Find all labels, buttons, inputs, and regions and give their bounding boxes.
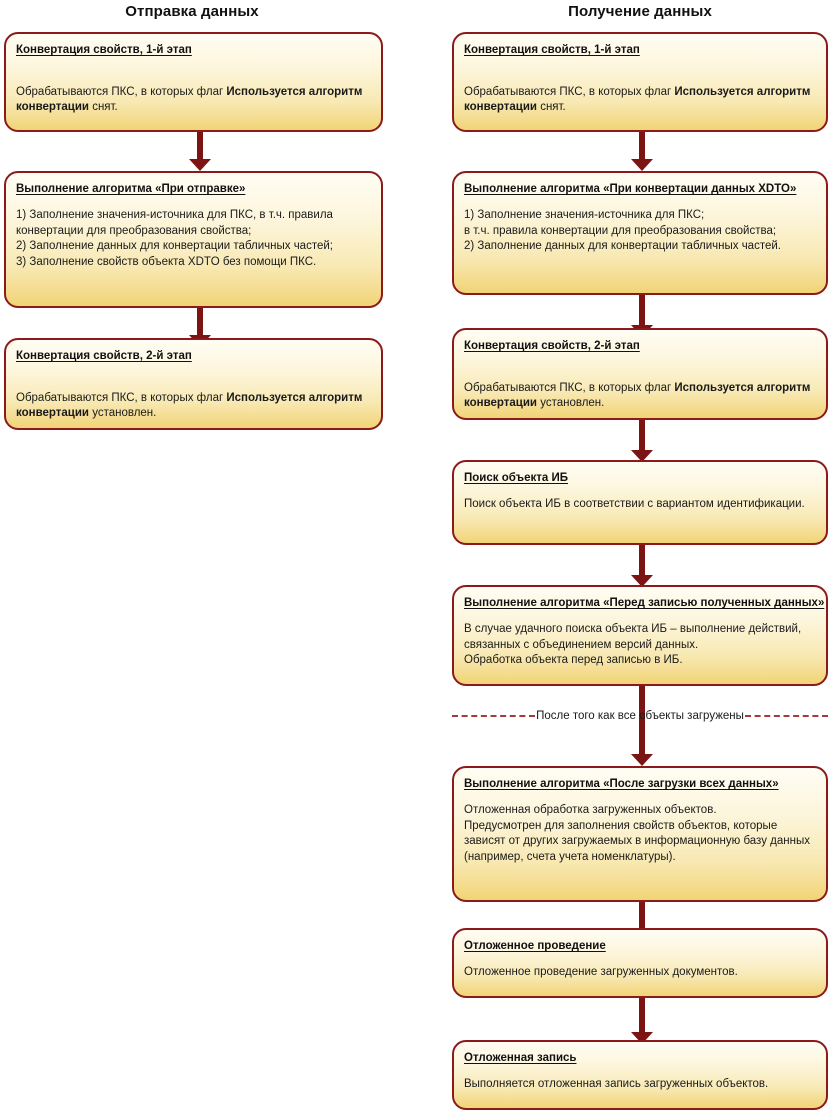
flow-node-body: В случае удачного поиска объекта ИБ – вы… [464, 623, 802, 666]
body-text-pre: Обрабатываются ПКС, в которых флаг [464, 85, 675, 98]
separator-dash-right [744, 715, 829, 717]
flow-node-title: Отложенная запись [464, 1052, 577, 1064]
flow-node-body: 1) Заполнение значения-источника для ПКС… [16, 209, 333, 268]
flow-node-body: Поиск объекта ИБ в соответствии с вариан… [464, 498, 805, 510]
flow-node-receive-step-3[interactable]: Конвертация свойств, 2-й этап Обрабатыва… [452, 328, 828, 420]
flow-node-title: Конвертация свойств, 1-й этап [464, 44, 640, 56]
flow-node-receive-step-8[interactable]: Отложенная запись Выполняется отложенная… [452, 1040, 828, 1110]
arrow-head [631, 450, 653, 462]
column-title-send: Отправка данных [125, 3, 259, 20]
flow-node-send-step-1[interactable]: Конвертация свойств, 1-й этап Обрабатыва… [4, 32, 383, 132]
arrow-head [631, 754, 653, 766]
body-text-post: снят. [89, 101, 118, 113]
flow-node-receive-step-5[interactable]: Выполнение алгоритма «Перед записью полу… [452, 585, 828, 686]
flow-node-title: Конвертация свойств, 2-й этап [464, 340, 640, 352]
flow-node-receive-step-1[interactable]: Конвертация свойств, 1-й этап Обрабатыва… [452, 32, 828, 132]
flow-node-body: Обрабатываются ПКС, в которых флаг Испол… [464, 365, 816, 412]
flow-arrow-receive-4-to-5 [631, 545, 653, 587]
arrow-stem [639, 420, 645, 451]
flow-node-title: Конвертация свойств, 1-й этап [16, 44, 192, 56]
arrow-stem [639, 545, 645, 576]
body-text-post: установлен. [537, 397, 605, 409]
flow-node-body: Обрабатываются ПКС, в которых флаг Испол… [16, 375, 371, 422]
separator-label: После того как все объекты загружены [536, 710, 744, 722]
flow-node-send-step-2[interactable]: Выполнение алгоритма «При отправке» 1) З… [4, 171, 383, 308]
body-text-bold: Используется алгоритм конвертации [464, 381, 811, 410]
flow-node-title: Отложенное проведение [464, 940, 606, 952]
arrow-stem [639, 132, 645, 160]
flow-arrow-receive-5-to-6 [631, 686, 653, 766]
body-text-pre: Обрабатываются ПКС, в которых флаг [464, 381, 675, 394]
column-title-receive: Получение данных [568, 3, 712, 20]
arrow-stem [639, 902, 645, 929]
separator-dash-left [452, 715, 536, 717]
flow-node-body: 1) Заполнение значения-источника для ПКС… [464, 209, 781, 252]
body-text-bold: Используется алгоритм конвертации [16, 391, 363, 420]
body-text-pre: Обрабатываются ПКС, в которых флаг [16, 85, 227, 98]
body-text-bold: Используется алгоритм конвертации [16, 85, 363, 114]
body-text-post: установлен. [89, 407, 157, 419]
flow-node-title: Выполнение алгоритма «При конвертации да… [464, 183, 797, 195]
flow-node-receive-step-2[interactable]: Выполнение алгоритма «При конвертации да… [452, 171, 828, 295]
flow-node-receive-step-7[interactable]: Отложенное проведение Отложенное проведе… [452, 928, 828, 998]
separator-after-all-objects-loaded: После того как все объекты загружены [452, 709, 829, 723]
flow-arrow-send-1-to-2 [189, 132, 211, 171]
arrow-stem [197, 132, 203, 160]
flow-node-title: Выполнение алгоритма «После загрузки все… [464, 778, 779, 790]
flow-node-title: Конвертация свойств, 2-й этап [16, 350, 192, 362]
flow-node-receive-step-4[interactable]: Поиск объекта ИБ Поиск объекта ИБ в соот… [452, 460, 828, 545]
body-text-bold: Используется алгоритм конвертации [464, 85, 811, 114]
flow-node-body: Обрабатываются ПКС, в которых флаг Испол… [464, 69, 816, 116]
flow-node-body: Отложенная обработка загруженных объекто… [464, 804, 810, 863]
arrow-stem [197, 308, 203, 336]
body-text-post: снят. [537, 101, 566, 113]
flow-arrow-receive-3-to-4 [631, 420, 653, 462]
flow-node-body: Выполняется отложенная запись загруженны… [464, 1078, 769, 1090]
flow-node-title: Поиск объекта ИБ [464, 472, 568, 484]
flow-arrow-receive-1-to-2 [631, 132, 653, 171]
flow-node-send-step-3[interactable]: Конвертация свойств, 2-й этап Обрабатыва… [4, 338, 383, 430]
arrow-head [631, 575, 653, 587]
arrow-stem [639, 686, 645, 755]
flow-node-body: Обрабатываются ПКС, в которых флаг Испол… [16, 69, 371, 116]
arrow-head [189, 159, 211, 171]
arrow-stem [639, 998, 645, 1033]
arrow-stem [639, 295, 645, 326]
flow-node-title: Выполнение алгоритма «Перед записью полу… [464, 597, 825, 609]
flow-node-title: Выполнение алгоритма «При отправке» [16, 183, 246, 195]
body-text-pre: Обрабатываются ПКС, в которых флаг [16, 391, 227, 404]
arrow-head [631, 159, 653, 171]
flow-arrow-receive-7-to-8 [631, 998, 653, 1044]
flow-node-body: Отложенное проведение загруженных докуме… [464, 966, 738, 978]
flow-node-receive-step-6[interactable]: Выполнение алгоритма «После загрузки все… [452, 766, 828, 902]
